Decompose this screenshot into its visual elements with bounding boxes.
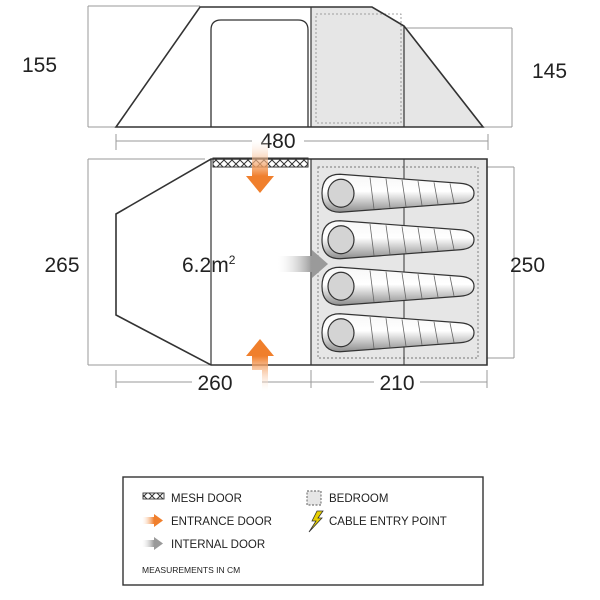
sleeping-bag-quilt-line bbox=[369, 177, 375, 210]
living-length-label: 260 bbox=[197, 372, 232, 395]
sleeping-bag-body bbox=[321, 220, 475, 260]
sleeping-bag-quilt-line bbox=[385, 225, 391, 255]
sleeping-bag-quilt-line bbox=[417, 274, 423, 299]
sleeping-bag-quilt-line bbox=[433, 275, 439, 298]
sleeping-bag-quilt-line bbox=[449, 183, 455, 204]
height-left-label: 155 bbox=[22, 54, 57, 77]
sleeping-bag bbox=[321, 173, 475, 213]
sleeping-bag-quilt-line bbox=[385, 318, 391, 348]
side-inner-tent-dashes bbox=[315, 13, 402, 124]
sleeping-bag-quilt-line bbox=[401, 226, 407, 254]
floor-plan: 265 250 260 210 6.2m2 bbox=[44, 140, 545, 395]
sleeping-bag-hood bbox=[327, 178, 355, 208]
sleeping-bag-quilt-line bbox=[449, 322, 455, 343]
sleeping-bag-quilt-line bbox=[433, 228, 439, 251]
bedroom-inner-dashes bbox=[317, 166, 479, 359]
sleeping-bag-quilt-line bbox=[369, 316, 375, 349]
sleeping-bag-quilt-line bbox=[449, 229, 455, 250]
sleeping-bag-quilt-line bbox=[417, 320, 423, 345]
side-view: 155 145 480 480 bbox=[22, 5, 567, 153]
legend-box bbox=[122, 476, 484, 586]
bedroom-length-label: 210 bbox=[379, 372, 414, 395]
sleeping-bag-quilt-line bbox=[417, 181, 423, 206]
sleeping-bag-hood bbox=[327, 271, 355, 301]
legend-bedroom: BEDROOM bbox=[329, 493, 388, 505]
legend-lightning-icon bbox=[308, 510, 324, 533]
legend: MESH DOOR ENTRANCE DOOR INTERNAL DOOR BE… bbox=[122, 476, 484, 586]
sleeping-bag-body bbox=[321, 173, 475, 213]
height-right-label: 145 bbox=[532, 60, 567, 83]
sleeping-bag bbox=[321, 220, 475, 260]
sleeping-bag-quilt-line bbox=[401, 319, 407, 347]
floor-area-value: 6.2m bbox=[182, 254, 229, 277]
legend-measurement-note: MEASUREMENTS IN CM bbox=[142, 565, 240, 575]
sleeping-bag-quilt-line bbox=[385, 178, 391, 208]
sleeping-bag bbox=[321, 313, 475, 353]
legend-mesh-icon bbox=[142, 492, 165, 500]
legend-internal-door: INTERNAL DOOR bbox=[171, 539, 265, 551]
sleeping-bag-hood bbox=[327, 318, 355, 348]
legend-entrance-arrow-icon bbox=[142, 514, 163, 527]
sleeping-bag-hood bbox=[327, 225, 355, 255]
legend-internal-arrow-icon bbox=[142, 537, 163, 550]
side-tent-outline bbox=[114, 6, 485, 128]
sleeping-bag-quilt-line bbox=[369, 270, 375, 303]
sleeping-bag-body bbox=[321, 266, 475, 306]
side-door-outline bbox=[210, 19, 309, 127]
sleeping-bag-quilt-line bbox=[369, 223, 375, 256]
sleeping-bags bbox=[321, 173, 475, 353]
length-label-front: 480 bbox=[260, 130, 295, 153]
sleeping-bag-quilt-line bbox=[401, 179, 407, 207]
legend-mesh-door: MESH DOOR bbox=[171, 493, 242, 505]
sleeping-bag-quilt-line bbox=[385, 271, 391, 301]
legend-bedroom-icon bbox=[306, 490, 322, 506]
bedroom-length-label-bg bbox=[374, 370, 420, 394]
entrance-arrow-top bbox=[246, 140, 274, 193]
side-view-guides bbox=[87, 5, 513, 150]
floor-area-label: 6.2m2 bbox=[182, 253, 236, 277]
sleeping-bag-quilt-line bbox=[449, 276, 455, 297]
width-left-label: 265 bbox=[44, 254, 79, 277]
sleeping-bag-body bbox=[321, 313, 475, 353]
side-bedroom-fill bbox=[311, 7, 483, 127]
sleeping-bag bbox=[321, 266, 475, 306]
sleeping-bag-quilt-line bbox=[433, 182, 439, 205]
floor-area-exponent: 2 bbox=[229, 253, 236, 267]
floor-plan-guides bbox=[87, 158, 515, 388]
legend-entrance-door: ENTRANCE DOOR bbox=[171, 516, 272, 528]
sleeping-bag-quilt-line bbox=[401, 272, 407, 300]
internal-door-arrow bbox=[278, 250, 328, 278]
sleeping-bag-quilt-line bbox=[417, 227, 423, 252]
sleeping-bag-quilt-line bbox=[433, 321, 439, 344]
legend-cable-entry: CABLE ENTRY POINT bbox=[329, 516, 447, 528]
width-right-label: 250 bbox=[510, 254, 545, 277]
living-length-label-bg bbox=[192, 370, 262, 394]
